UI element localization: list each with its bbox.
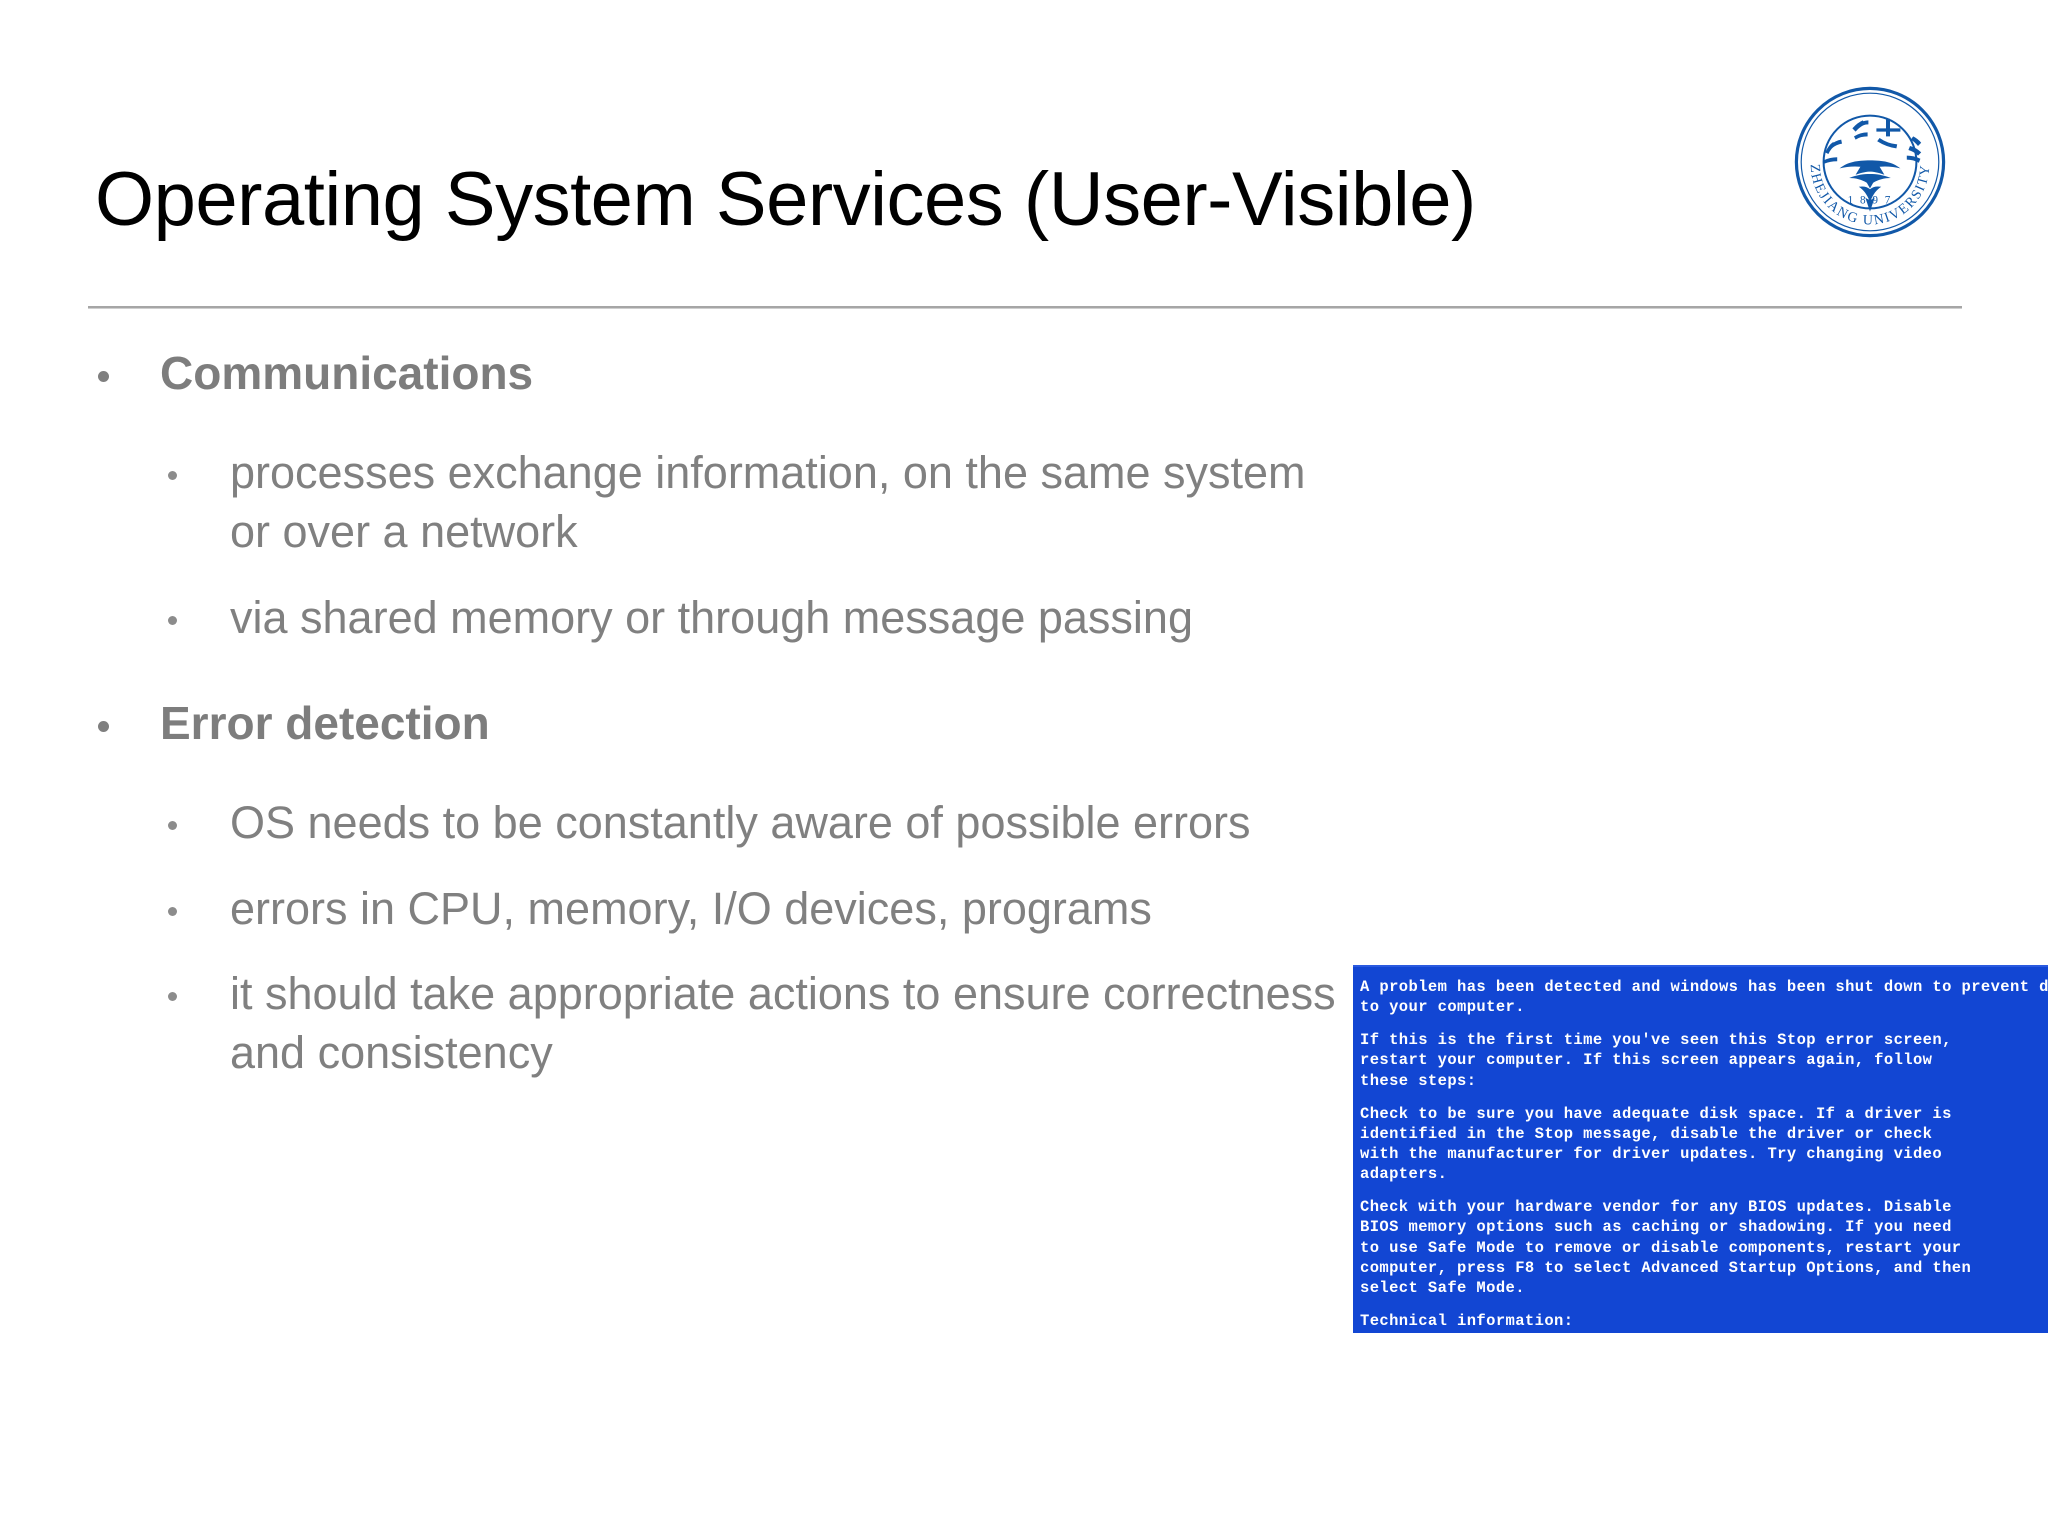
bsod-line: these steps: xyxy=(1360,1071,1477,1090)
bullet-level1-communications: Communications xyxy=(0,345,2048,409)
slide-body: Communications processes exchange inform… xyxy=(0,345,2048,1109)
bsod-blank-line xyxy=(1360,1091,2048,1104)
bullet-level1-error-detection: Error detection xyxy=(0,695,2048,759)
bullet-level2-processes-exchange: processes exchange information, on the s… xyxy=(0,443,2048,562)
bsod-line: A problem has been detected and windows … xyxy=(1360,978,2048,996)
bullet-marker-icon xyxy=(168,821,177,831)
logo-year: 1 8 9 7 xyxy=(1848,195,1893,207)
bullet-marker-icon xyxy=(98,721,109,733)
bsod-blank-line xyxy=(1360,1331,2048,1333)
bsod-line: restart your computer. If this screen ap… xyxy=(1360,1051,1933,1070)
bullet-marker-icon xyxy=(168,615,177,625)
bsod-blank-line xyxy=(1360,1298,2048,1311)
bsod-blank-line xyxy=(1360,1017,2048,1030)
bsod-line: to your computer. xyxy=(1360,998,1525,1017)
bsod-line: to use Safe Mode to remove or disable co… xyxy=(1360,1238,1962,1257)
bullet-level2-appropriate-actions: it should take appropriate actions to en… xyxy=(0,964,2048,1083)
bullet-level2-label: OS needs to be constantly aware of possi… xyxy=(230,797,1251,849)
bsod-line: Technical information: xyxy=(1360,1311,1574,1330)
bsod-line: BIOS memory options such as caching or s… xyxy=(1360,1218,1952,1237)
bullet-level2-label: errors in CPU, memory, I/O devices, prog… xyxy=(230,882,1152,934)
bullet-marker-icon xyxy=(168,471,177,480)
bsod-text-block: A problem has been detected and windows … xyxy=(1360,977,2048,1333)
bsod-line: computer, press F8 to select Advanced St… xyxy=(1360,1258,1972,1277)
bsod-line: with the manufacturer for driver updates… xyxy=(1360,1144,1943,1163)
zhejiang-university-logo: ZHEJIANG UNIVERSITY 1 8 9 7 xyxy=(1790,82,1950,242)
bullet-level2-shared-memory: via shared memory or through message pas… xyxy=(0,588,2048,647)
bsod-line: adapters. xyxy=(1360,1165,1448,1184)
windows-blue-screen-of-death-image: A problem has been detected and windows … xyxy=(1353,965,2048,1333)
bullet-level1-label: Error detection xyxy=(160,697,490,750)
bullet-level2-os-aware-errors: OS needs to be constantly aware of possi… xyxy=(0,793,2048,852)
bsod-blank-line xyxy=(1360,1184,2048,1197)
bullet-level2-errors-in-cpu: errors in CPU, memory, I/O devices, prog… xyxy=(0,879,2048,938)
bsod-line: Check with your hardware vendor for any … xyxy=(1360,1198,1952,1217)
bsod-line: Check to be sure you have adequate disk … xyxy=(1360,1104,1952,1123)
bullet-level2-label: processes exchange information, on the s… xyxy=(230,447,1306,558)
section-spacer xyxy=(0,673,2048,695)
title-divider xyxy=(88,306,1962,309)
bullet-marker-icon xyxy=(98,371,109,382)
bsod-line: If this is the first time you've seen th… xyxy=(1360,1031,1952,1050)
bullet-level1-label: Communications xyxy=(160,347,534,399)
bsod-line: identified in the Stop message, disable … xyxy=(1360,1124,1933,1143)
page-title: Operating System Services (User-Visible) xyxy=(95,157,1476,242)
bullet-marker-icon xyxy=(168,906,177,916)
bullet-level2-label: it should take appropriate actions to en… xyxy=(230,967,1336,1079)
bullet-marker-icon xyxy=(168,991,177,1001)
bullet-level2-label: via shared memory or through message pas… xyxy=(230,591,1193,643)
bsod-line: select Safe Mode. xyxy=(1360,1278,1525,1297)
